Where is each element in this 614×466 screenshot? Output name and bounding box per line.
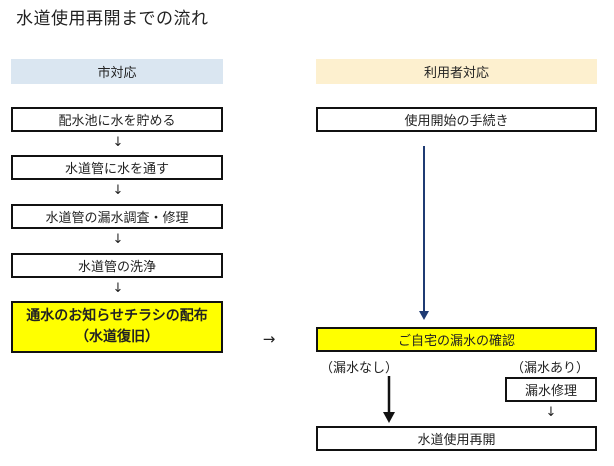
black-down-arrow-icon [383, 376, 395, 423]
step-home-leak-check: ご自宅の漏水の確認 [316, 327, 597, 352]
down-arrow-icon: ↓ [112, 135, 124, 150]
notice-line-1: 通水のお知らせチラシの配布 [26, 308, 208, 324]
step-leak-inspection: 水道管の漏水調査・修理 [11, 204, 223, 229]
step-pipe-flushing: 水道管の洗浄 [11, 253, 223, 278]
notice-line-2: （水道復旧） [75, 329, 159, 345]
step-start-procedure: 使用開始の手続き [316, 107, 597, 132]
step-resume-water-use: 水道使用再開 [316, 426, 597, 451]
branch-label-leak: （漏水あり） [511, 361, 590, 376]
right-arrow-icon: → [262, 330, 276, 348]
notice-distribution-box: 通水のお知らせチラシの配布 （水道復旧） [11, 301, 223, 353]
down-arrow-icon: ↓ [112, 232, 124, 247]
branch-label-no-leak: （漏水なし） [320, 361, 399, 376]
down-arrow-icon: ↓ [112, 281, 124, 296]
user-column-header: 利用者対応 [316, 59, 597, 84]
city-column-header: 市対応 [11, 59, 223, 84]
down-arrow-icon: ↓ [112, 183, 124, 198]
page-title: 水道使用再開までの流れ [16, 9, 209, 29]
blue-down-arrow-icon [419, 146, 429, 320]
step-fill-reservoir: 配水池に水を貯める [11, 107, 223, 132]
step-leak-repair: 漏水修理 [505, 377, 597, 402]
down-arrow-icon: ↓ [545, 405, 557, 420]
step-fill-pipes: 水道管に水を通す [11, 155, 223, 180]
